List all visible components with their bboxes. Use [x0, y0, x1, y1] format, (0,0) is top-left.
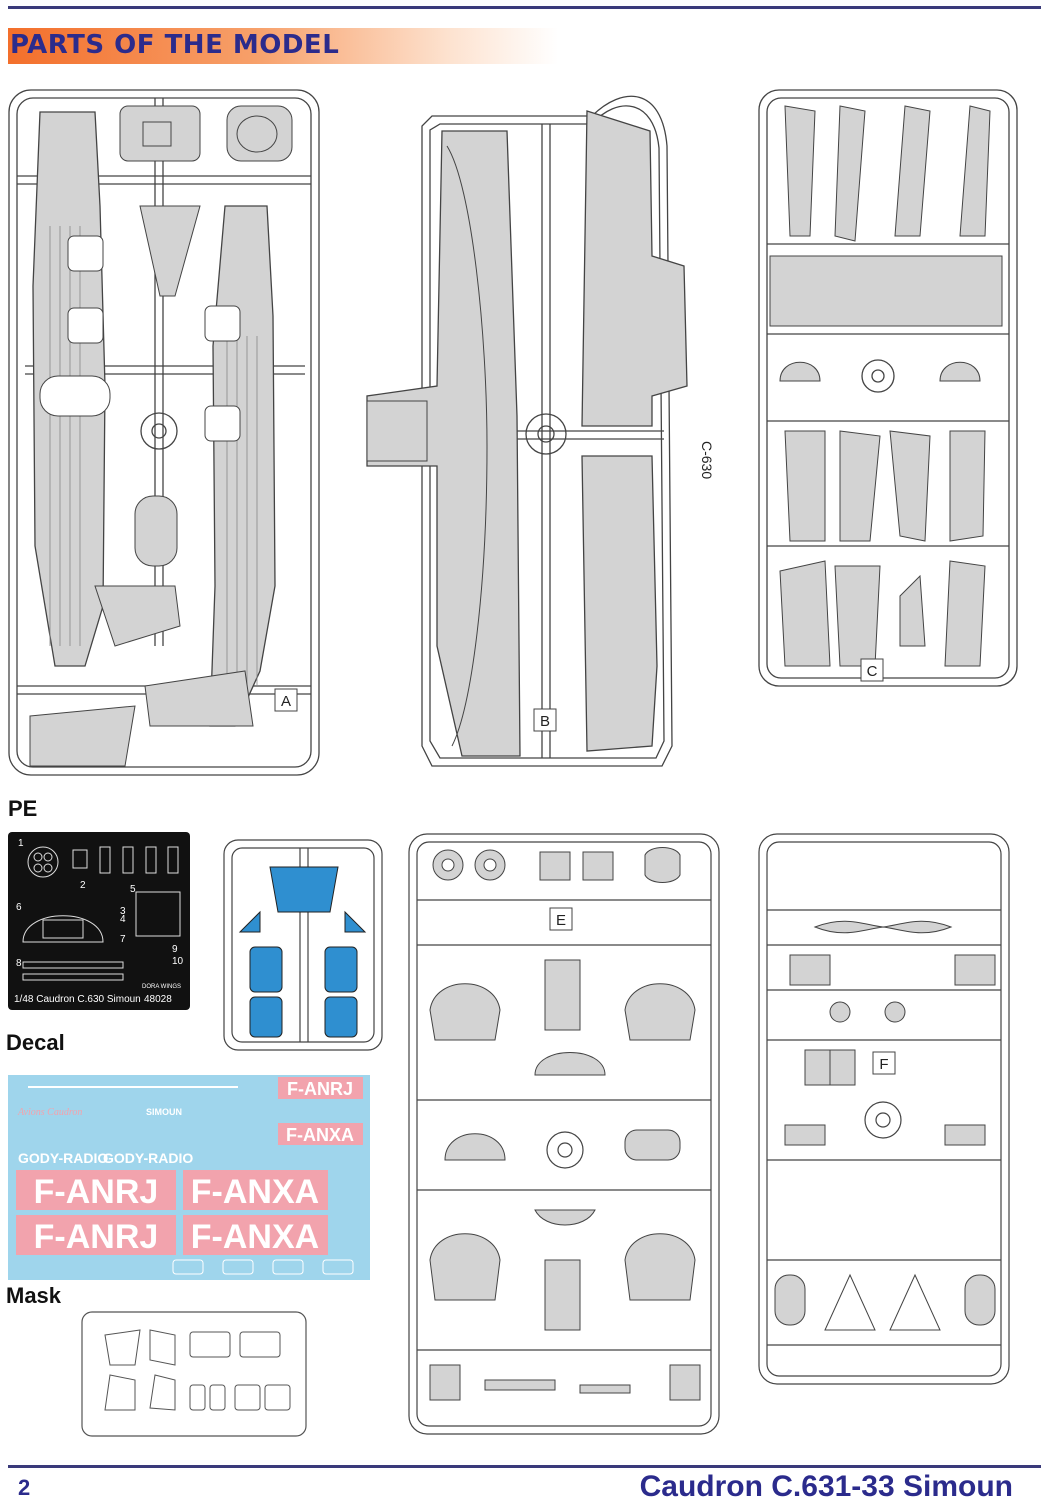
svg-text:5: 5	[130, 884, 136, 895]
svg-text:8: 8	[16, 958, 22, 969]
sprue-a-letter: A	[281, 693, 291, 710]
svg-text:4: 4	[120, 914, 126, 925]
svg-text:9: 9	[172, 944, 178, 955]
sprue-e: E	[408, 833, 720, 1435]
sprue-b: B C-630	[366, 95, 715, 767]
header-band	[8, 28, 558, 64]
page-number: 2	[18, 1475, 31, 1500]
model-name: Caudron C.631-33 Simoun	[639, 1470, 1013, 1503]
sprue-f: F	[758, 833, 1010, 1385]
decal-reg-large-4: F-ANXA	[191, 1218, 319, 1256]
mask-sheet	[81, 1311, 307, 1437]
top-rule	[8, 6, 1041, 9]
svg-text:6: 6	[16, 902, 22, 913]
mask-label: Mask	[6, 1283, 62, 1308]
sprue-e-letter: E	[556, 912, 566, 929]
decal-label: Decal	[6, 1030, 65, 1055]
page-title: PARTS OF THE MODEL	[10, 30, 340, 60]
svg-text:3: 3	[120, 906, 126, 917]
sprue-c-letter: C	[867, 663, 878, 680]
decal-reg-large-3: F-ANRJ	[34, 1218, 159, 1256]
decal-reg-small-1: F-ANRJ	[287, 1079, 353, 1099]
pe-brand: DORA WINGS	[142, 984, 181, 990]
svg-text:10: 10	[172, 956, 184, 967]
pe-code: 48028	[144, 994, 172, 1005]
pe-label: PE	[8, 796, 38, 821]
decal-sheet: F-ANRJ F-ANXA GODY-RADIO GODY-RADIO SIMO…	[8, 1075, 370, 1280]
sprue-b-letter: B	[540, 713, 550, 730]
sprue-f-letter: F	[879, 1056, 888, 1073]
decal-reg-small-2: F-ANXA	[286, 1125, 354, 1145]
svg-text:7: 7	[120, 934, 126, 945]
decal-reg-large-2: F-ANXA	[191, 1173, 319, 1211]
decal-simoun: SIMOUN	[146, 1107, 182, 1117]
sprue-c: C	[758, 89, 1018, 687]
decal-radio-1: GODY-RADIO	[18, 1150, 108, 1166]
decal-radio-2: GODY-RADIO	[103, 1150, 193, 1166]
bottom-rule	[8, 1465, 1041, 1468]
clear-sprue	[223, 839, 383, 1051]
decal-reg-large-1: F-ANRJ	[34, 1173, 159, 1211]
decal-script: Avions Caudron	[17, 1107, 82, 1118]
svg-text:2: 2	[80, 880, 86, 891]
pe-caption: 1/48 Caudron C.630 Simoun	[14, 994, 141, 1005]
svg-text:C-630: C-630	[699, 441, 715, 479]
sprue-a: A	[8, 89, 320, 776]
svg-text:1: 1	[18, 838, 24, 849]
